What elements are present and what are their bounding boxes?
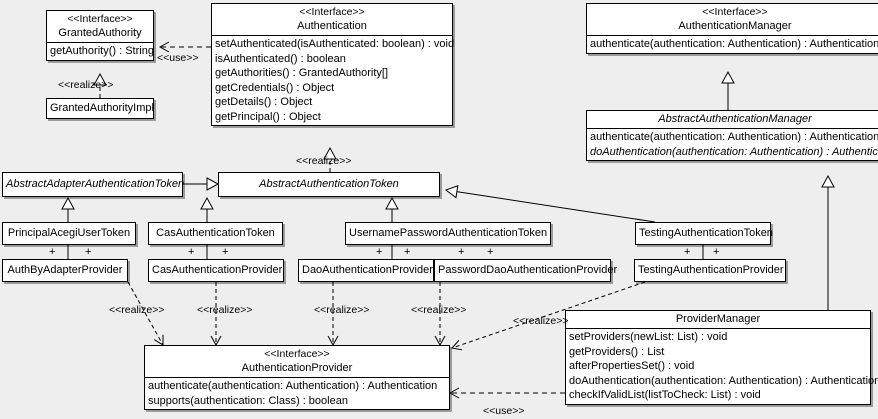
relationship-label-realize-dao-provider: <<realize>> <box>314 304 370 316</box>
relationship-label-use-granted-authority: <<use>> <box>157 52 199 64</box>
class-header: AbstractAuthenticationManager <box>587 111 878 128</box>
class-password-dao-authentication-provider[interactable]: PasswordDaoAuthenticationProvider <box>434 259 617 282</box>
relationship-label-realize-authentication-token: <<realize>> <box>296 155 352 167</box>
stereotype-label: <<Interface>> <box>702 6 768 18</box>
class-header: <<Interface>> AuthenticationManager <box>587 4 878 35</box>
class-name: GrantedAuthority <box>58 27 142 39</box>
class-testing-authentication-provider[interactable]: TestingAuthenticationProvider <box>634 259 786 282</box>
class-username-password-authentication-token[interactable]: UsernamePasswordAuthenticationToken <box>345 222 551 245</box>
association-adornment-plus: + <box>188 246 195 258</box>
class-cas-authentication-provider[interactable]: CasAuthenticationProvider <box>148 259 284 282</box>
class-header: ProviderManager <box>566 311 870 328</box>
relationship-label-realize-granted-authority-impl: <<realize>> <box>58 79 114 91</box>
association-adornment-plus: + <box>487 246 494 258</box>
method-compartment: authenticate(authentication: Authenticat… <box>145 377 449 409</box>
association-adornment-plus: + <box>85 246 92 258</box>
association-adornment-plus: + <box>49 246 56 258</box>
method-item: authenticate(authentication: Authenticat… <box>590 38 878 50</box>
method-item: supports(authentication: Class) : boolea… <box>148 394 348 407</box>
class-principal-acegi-user-token[interactable]: PrincipalAcegiUserToken <box>2 222 136 245</box>
class-name: Authentication <box>297 20 367 32</box>
method-item: getAuthority() : String <box>50 45 154 57</box>
method-item: doAuthentication(authentication: Authent… <box>590 145 878 158</box>
method-item: getPrincipal() : Object <box>215 110 321 123</box>
stereotype-label: <<Interface>> <box>264 348 330 360</box>
method-item: setAuthenticated(isAuthenticated: boolea… <box>215 38 455 50</box>
method-item: getDetails() : Object <box>215 96 313 108</box>
class-name: AuthenticationProvider <box>241 362 353 374</box>
relationship-label-realize-password-dao-provider: <<realize>> <box>411 304 467 316</box>
class-header: <<Interface>> GrantedAuthority <box>47 11 153 42</box>
method-compartment: getAuthority() : String <box>47 42 154 60</box>
class-provider-manager[interactable]: ProviderManager setProviders(newList: Li… <box>565 310 878 405</box>
class-abstract-authentication-manager[interactable]: AbstractAuthenticationManager authentica… <box>586 110 878 161</box>
association-adornment-plus: + <box>222 246 229 258</box>
method-compartment: authenticate(authentication: Authenticat… <box>587 35 878 53</box>
class-header: <<Interface>> Authentication <box>212 4 452 35</box>
method-item: checkIfValidList(listToCheck: List) : vo… <box>569 389 761 401</box>
method-item: doAuthentication(authentication: Authent… <box>569 374 878 387</box>
relationship-label-realize-testing-provider: <<realize>> <box>513 315 569 327</box>
class-granted-authority-impl[interactable]: GrantedAuthorityImpl <box>46 98 154 119</box>
method-item: authenticate(authentication: Authenticat… <box>590 131 878 143</box>
method-item: getAuthorities() : GrantedAuthority[] <box>215 67 389 79</box>
method-item: setProviders(newList: List) : void <box>569 331 728 343</box>
method-compartment: authenticate(authentication: Authenticat… <box>587 128 878 160</box>
relationship-label-use-provider-manager: <<use>> <box>483 405 525 417</box>
stereotype-label: <<Interface>> <box>67 13 133 25</box>
method-compartment: setAuthenticated(isAuthenticated: boolea… <box>212 35 455 125</box>
association-adornment-plus: + <box>404 246 411 258</box>
class-name: AbstractAuthenticationManager <box>658 113 812 125</box>
class-auth-by-adapter-provider[interactable]: AuthByAdapterProvider <box>2 259 128 282</box>
class-name: ProviderManager <box>675 313 761 325</box>
method-item: getProviders() : List <box>569 345 665 358</box>
method-item: authenticate(authentication: Authenticat… <box>148 380 438 392</box>
association-adornment-plus: + <box>684 246 691 258</box>
class-abstract-authentication-token[interactable]: AbstractAuthenticationToken <box>218 172 440 197</box>
method-compartment: setProviders(newList: List) : void getPr… <box>566 328 878 404</box>
method-item: afterPropertiesSet() : void <box>569 360 695 372</box>
class-authentication-manager[interactable]: <<Interface>> AuthenticationManager auth… <box>586 3 878 54</box>
class-granted-authority[interactable]: <<Interface>> GrantedAuthority getAuthor… <box>46 10 154 61</box>
relationship-label-realize-auth-by-adapter: <<realize>> <box>109 304 165 316</box>
association-adornment-plus: + <box>376 246 383 258</box>
class-abstract-adapter-authentication-token[interactable]: AbstractAdapterAuthenticationToken <box>2 172 184 197</box>
association-adornment-plus: + <box>458 246 465 258</box>
method-item: getCredentials() : Object <box>215 81 335 94</box>
class-authentication[interactable]: <<Interface>> Authentication setAuthenti… <box>211 3 455 126</box>
class-authentication-provider[interactable]: <<Interface>> AuthenticationProvider aut… <box>144 345 450 410</box>
association-adornment-plus: + <box>713 246 720 258</box>
class-testing-authentication-token[interactable]: TestingAuthenticationToken <box>635 222 773 245</box>
class-dao-authentication-provider[interactable]: DaoAuthenticationProvider <box>298 259 434 282</box>
class-cas-authentication-token[interactable]: CasAuthenticationToken <box>148 222 283 245</box>
method-item: isAuthenticated() : boolean <box>215 52 346 65</box>
class-name: AuthenticationManager <box>678 20 792 32</box>
class-header: <<Interface>> AuthenticationProvider <box>145 346 449 377</box>
stereotype-label: <<Interface>> <box>299 6 365 18</box>
relationship-label-realize-cas-provider: <<realize>> <box>197 304 253 316</box>
